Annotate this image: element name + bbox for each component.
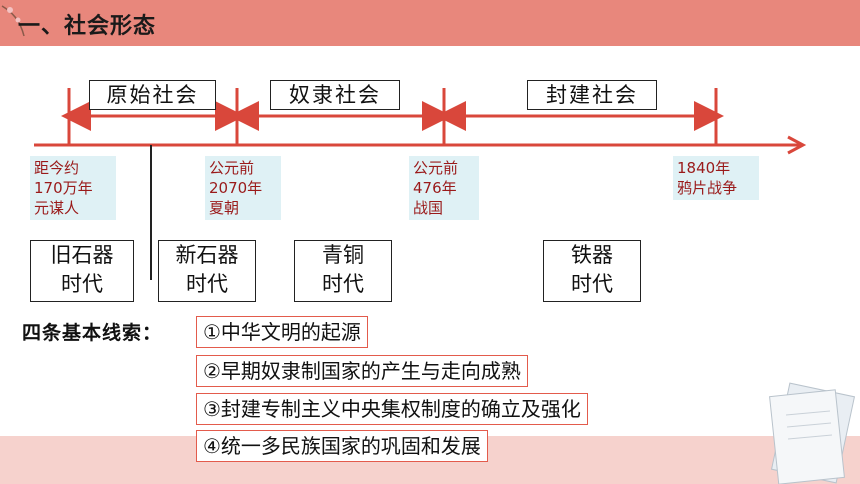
- age-paleolithic: 旧石器时代: [30, 240, 134, 302]
- paper-stack-icon: [769, 382, 856, 484]
- header-bar: 一、社会形态: [0, 0, 860, 46]
- period-feudal-society: 封建社会: [527, 80, 657, 110]
- period-slave-society: 奴隶社会: [270, 80, 400, 110]
- clue-item: ①中华文明的起源: [196, 316, 368, 348]
- clue-item: ④统一多民族国家的巩固和发展: [196, 430, 488, 462]
- timeline-axis-arrowhead: [787, 135, 807, 155]
- clue-item: ③封建专制主义中央集权制度的确立及强化: [196, 393, 588, 425]
- age-bronze: 青铜时代: [294, 240, 392, 302]
- plum-blossom-icon: [1, 5, 25, 37]
- clues-heading: 四条基本线索：: [22, 322, 163, 344]
- date-opium-war: 1840年鸦片战争: [673, 156, 759, 200]
- page-title: 一、社会形态: [18, 14, 157, 39]
- age-neolithic: 新石器时代: [158, 240, 256, 302]
- age-iron: 铁器时代: [543, 240, 641, 302]
- period-primitive-society: 原始社会: [89, 80, 216, 110]
- clue-item: ②早期奴隶制国家的产生与走向成熟: [196, 355, 528, 387]
